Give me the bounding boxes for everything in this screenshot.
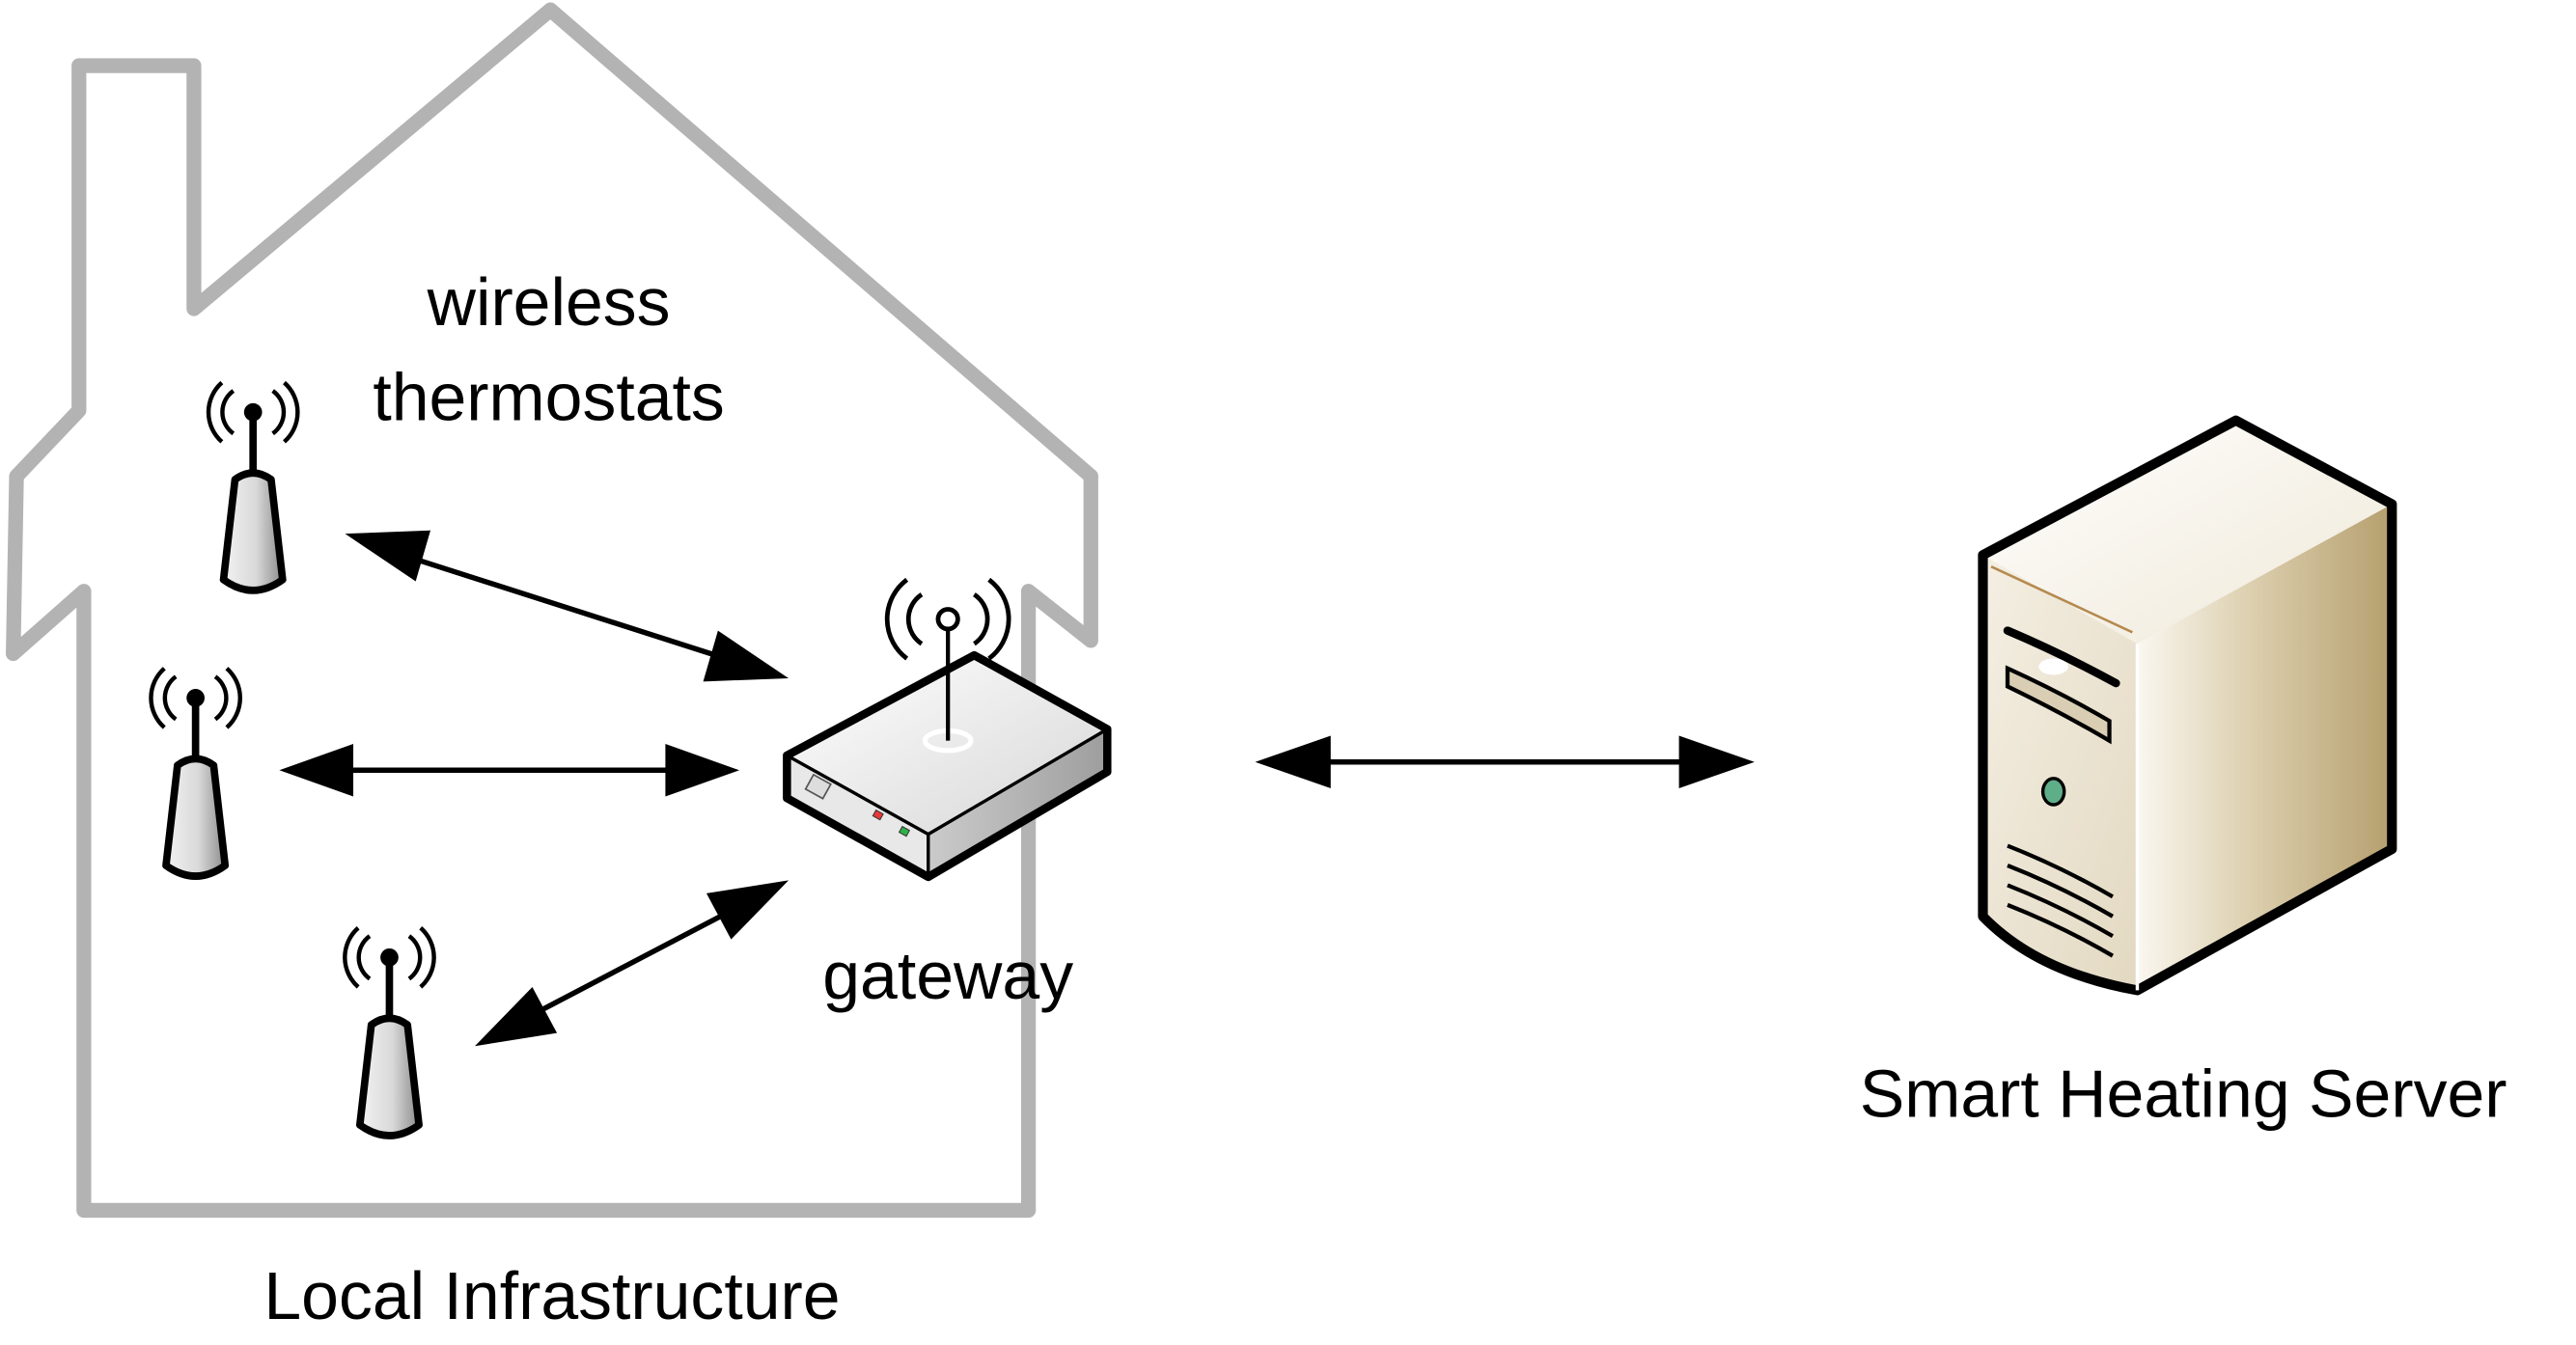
thermostats-label-line2: thermostats	[373, 360, 724, 435]
arrow-thermostat3-gateway	[474, 880, 789, 1047]
wireless-thermostat-icon	[206, 380, 300, 594]
wireless-router-icon	[783, 577, 1112, 882]
arrow-thermostat2-gateway	[279, 744, 740, 797]
arrow-gateway-server	[1255, 735, 1755, 788]
tower-server-icon	[1978, 415, 2397, 996]
local-infrastructure-label: Local Infrastructure	[263, 1258, 840, 1333]
wireless-thermostat-icon	[149, 667, 242, 880]
link-arrows	[279, 530, 1755, 1047]
gateway-label: gateway	[822, 938, 1073, 1013]
wireless-thermostat-icon	[343, 926, 436, 1139]
thermostats-label-line1: wireless	[427, 264, 671, 340]
arrow-thermostat1-gateway	[345, 530, 789, 682]
house-outline	[6, 2, 1098, 1219]
server-label: Smart Heating Server	[1860, 1056, 2507, 1131]
